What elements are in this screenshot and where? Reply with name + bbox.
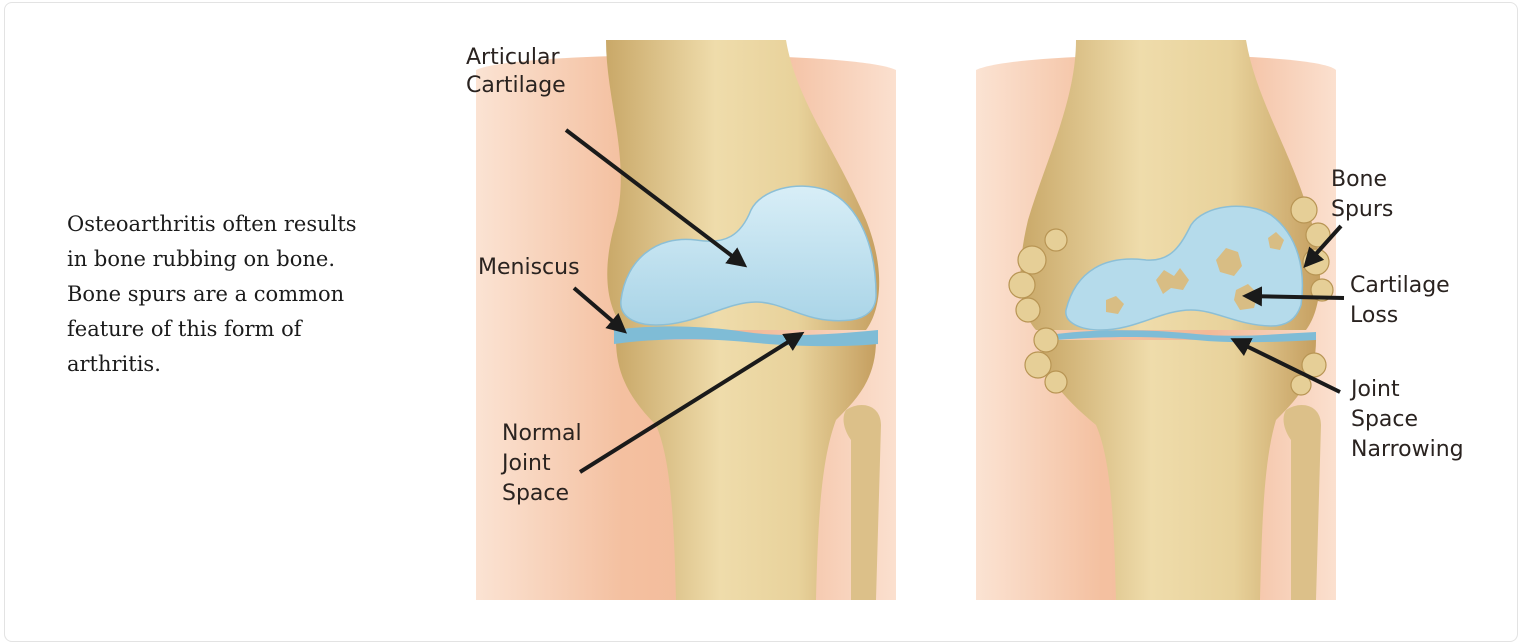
arrow-cartilage-loss xyxy=(1246,296,1344,298)
label-joint-space-narrowing: Joint Space Narrowing xyxy=(1349,377,1464,462)
caption-line: Osteoarthritis often results xyxy=(67,207,437,242)
label-bone-spurs: Bone Spurs xyxy=(1331,167,1394,222)
label-meniscus: Meniscus xyxy=(478,255,580,280)
normal-knee: Articular Cartilage Meniscus Normal Join… xyxy=(466,40,896,600)
caption-line: in bone rubbing on bone. xyxy=(67,242,437,277)
caption-line: Bone spurs are a common xyxy=(67,277,437,312)
caption-text: Osteoarthritis often results in bone rub… xyxy=(67,207,437,382)
knee-diagram: Articular Cartilage Meniscus Normal Join… xyxy=(456,40,1516,610)
caption-line: feature of this form of xyxy=(67,312,437,347)
label-cartilage-loss: Cartilage Loss xyxy=(1350,273,1457,328)
caption-line: arthritis. xyxy=(67,347,437,382)
arthritic-knee: Bone Spurs Cartilage Loss Joint Space Na… xyxy=(976,40,1464,600)
knee-illustration: Articular Cartilage Meniscus Normal Join… xyxy=(456,40,1516,610)
